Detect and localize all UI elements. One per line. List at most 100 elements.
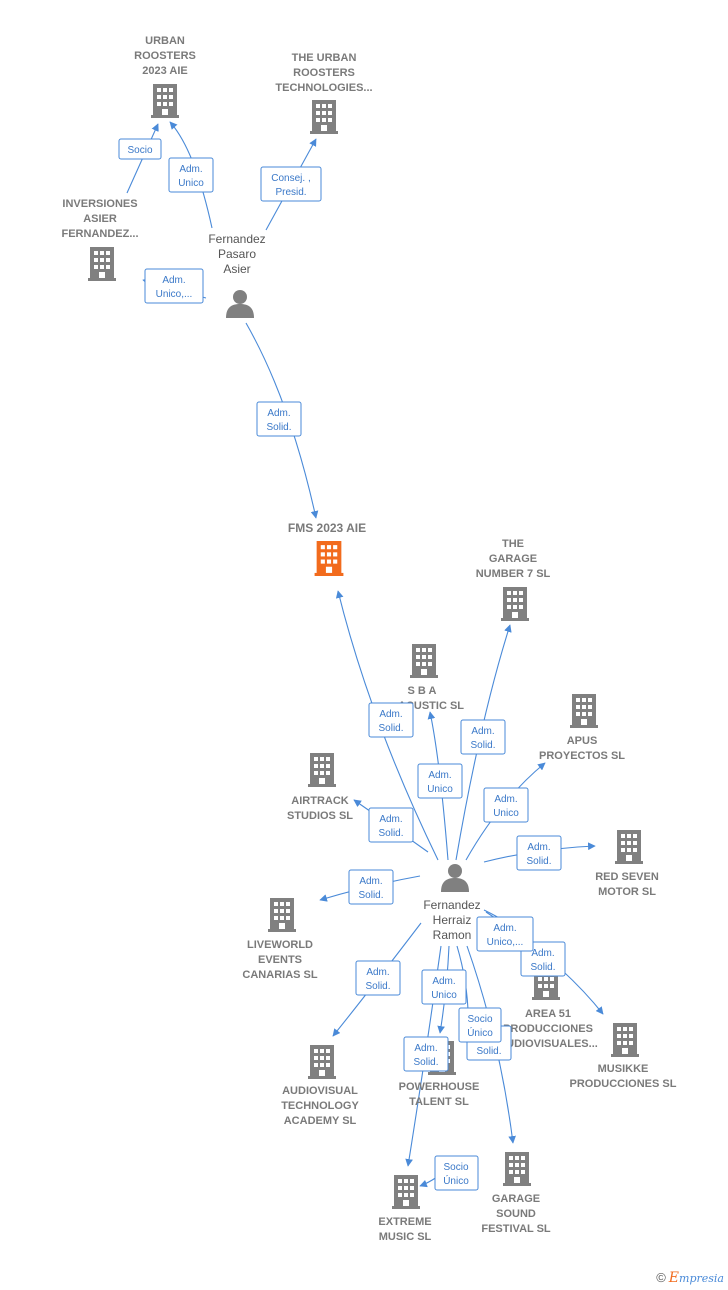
building-icon [88,247,116,281]
role-box-socio-urban[interactable]: Socio [118,138,162,160]
role-label-line: Socio [467,1014,492,1025]
edge-socio-extreme [419,1176,438,1188]
company-node-area-51[interactable]: AREA 51 PRODUCCIONES AUDIOVISUALES... [498,966,598,1050]
role-box-admsolid-extreme[interactable]: Adm. Solid. [403,1036,449,1072]
company-node-apus-proyectos[interactable]: APUS PROYECTOS SL [539,694,625,762]
role-label-line: Consej. , [271,173,310,184]
node-label-line: POWERHOUSE [399,1081,480,1093]
company-node-audiovisual-academy[interactable]: AUDIOVISUAL TECHNOLOGY ACADEMY SL [281,1045,359,1127]
empresia-brand[interactable]: ©Empresia [656,1270,724,1286]
company-node-garage-sound-festival[interactable]: GARAGE SOUND FESTIVAL SL [481,1152,551,1235]
building-icon [392,1175,420,1209]
role-label-line: Adm. [379,709,402,720]
company-node-inversiones-asier[interactable]: INVERSIONES ASIER FERNANDEZ... [62,198,139,281]
role-label-line: Adm. [366,967,389,978]
company-node-musikke[interactable]: MUSIKKE PRODUCCIONES SL [570,1023,677,1090]
node-label-line: APUS [567,735,598,747]
role-label-line: Unico [431,990,457,1001]
role-box-socio-extreme[interactable]: Socio Único [434,1155,479,1191]
node-label-line: THE [502,538,524,550]
company-node-red-seven-motor[interactable]: RED SEVEN MOTOR SL [595,830,659,898]
role-box-admsolid-fms-top[interactable]: Adm. Solid. [256,401,302,437]
node-label-line: SOUND [496,1208,536,1220]
role-label-line: Único [443,1174,469,1187]
role-label-line: Socio [127,145,152,156]
building-icon [501,587,529,621]
building-icon [611,1023,639,1057]
role-label-line: Presid. [275,187,306,198]
role-label-line: Solid. [476,1046,501,1057]
role-label-line: Solid. [526,856,551,867]
building-icon [570,694,598,728]
node-label-line: S B A [408,685,437,697]
person-node-fernandez-herraiz[interactable]: Fernandez Herraiz Ramon [423,864,481,942]
role-box-admunico-apus[interactable]: Adm. Unico [483,787,529,823]
role-label-line: Unico [493,808,519,819]
company-node-fms-2023-focus[interactable]: FMS 2023 AIE [288,521,366,576]
role-box-admunico-powerhouse[interactable]: Adm. Unico [421,969,467,1005]
node-label-line: MUSIC SL [379,1231,432,1243]
person-icon [226,290,254,318]
company-node-sba-acustic[interactable]: S B A ACUSTIC SL [398,644,464,712]
role-box-admunico-inv[interactable]: Adm. Unico,... [144,268,204,304]
node-label-line: PRODUCCIONES SL [570,1078,677,1090]
role-label-line: Unico,... [487,937,524,948]
node-label-line: ACADEMY SL [284,1115,357,1127]
node-label-line: 2023 AIE [142,65,187,77]
role-box-consej-tech[interactable]: Consej. , Presid. [260,166,322,202]
role-box-admsolid-liveworld[interactable]: Adm. Solid. [348,869,394,905]
company-node-extreme-music[interactable]: EXTREME MUSIC SL [378,1175,432,1243]
role-label-line: Adm. [179,164,202,175]
role-box-admsolid-redseven[interactable]: Adm. Solid. [516,835,562,871]
node-label-line: Pasaro [218,247,256,261]
node-label-line: LIVEWORLD [247,939,313,951]
role-box-admsolid-audiovisual[interactable]: Adm. Solid. [355,960,401,996]
role-label-line: Solid. [378,723,403,734]
node-label-line: FMS 2023 AIE [288,521,366,535]
role-label-line: Solid. [530,962,555,973]
node-label-line: TALENT SL [409,1096,469,1108]
company-node-powerhouse-talent[interactable]: POWERHOUSE TALENT SL [399,1041,480,1108]
role-label-line: Unico [178,178,204,189]
node-label-line: PROYECTOS SL [539,750,625,762]
building-icon [410,644,438,678]
role-box-admsolid-garage7[interactable]: Adm. Solid. [460,719,506,755]
role-box-admunico-sba[interactable]: Adm. Unico [417,763,463,799]
role-box-admsolid-fms-bottom[interactable]: Adm. Solid. [368,702,414,738]
node-label-line: THE URBAN [292,52,357,64]
node-label-line: Ramon [433,928,472,942]
role-label-line: Adm. [162,275,185,286]
company-node-airtrack-studios[interactable]: AIRTRACK STUDIOS SL [287,753,353,822]
role-label-line: Adm. [531,948,554,959]
company-node-liveworld-events[interactable]: LIVEWORLD EVENTS CANARIAS SL [242,898,318,981]
node-label-line: NUMBER 7 SL [476,568,551,580]
role-box-admunico-area51[interactable]: Adm. Unico,... [476,916,534,952]
role-label-line: Solid. [358,890,383,901]
node-label-line: ROOSTERS [293,67,355,79]
brand-logo-letter: E [668,1270,680,1286]
node-label-line: Fernandez [208,232,265,246]
nodes: URBAN ROOSTERS 2023 AIE THE URBAN ROOSTE… [62,35,677,1243]
role-label-line: Solid. [266,422,291,433]
building-icon [310,100,338,134]
role-label-line: Adm. [494,794,517,805]
company-node-urban-roosters-2023[interactable]: URBAN ROOSTERS 2023 AIE [134,35,196,118]
company-node-garage-number-7[interactable]: THE GARAGE NUMBER 7 SL [476,538,551,621]
role-box-admunico-urban[interactable]: Adm. Unico [168,157,214,193]
building-icon [503,1152,531,1186]
role-label-line: Adm. [379,814,402,825]
role-labels: Socio Adm. Unico Consej. , Presid. Adm. … [118,138,566,1191]
person-node-fernandez-pasaro[interactable]: Fernandez Pasaro Asier [208,232,266,318]
role-label-line: Solid. [413,1057,438,1068]
node-label-line: Fernandez [423,898,480,912]
node-label-line: ACUSTIC SL [398,700,464,712]
role-label-line: Socio [443,1162,468,1173]
node-label-line: STUDIOS SL [287,810,353,822]
building-icon [615,830,643,864]
node-label-line: TECHNOLOGY [281,1100,359,1112]
role-box-socio-powerhouse[interactable]: Socio Único [458,1007,502,1043]
company-node-urban-roosters-tech[interactable]: THE URBAN ROOSTERS TECHNOLOGIES... [275,52,373,134]
node-label-line: FERNANDEZ... [62,228,139,240]
role-box-admsolid-airtrack[interactable]: Adm. Solid. [368,807,414,843]
